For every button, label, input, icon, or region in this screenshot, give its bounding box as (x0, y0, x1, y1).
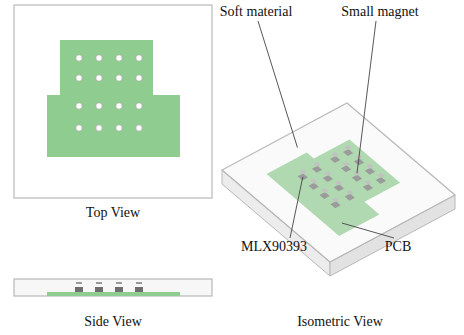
view-caption: Side View (84, 314, 142, 329)
magnet-dot (116, 75, 122, 81)
sensor-chip (95, 287, 103, 292)
magnet (96, 282, 102, 284)
leader-line (342, 223, 394, 238)
magnet-dot (136, 55, 142, 61)
magnet (76, 282, 82, 284)
isometric-view (222, 103, 455, 276)
soft-material-outline (14, 5, 212, 198)
view-caption: Isometric View (297, 314, 383, 329)
magnet-dot (76, 55, 82, 61)
magnet-dot (116, 103, 122, 109)
soft-material-outline (14, 279, 212, 296)
magnet-dot (96, 75, 102, 81)
pcb (47, 292, 180, 296)
leader-line (290, 177, 303, 238)
sensor-chip (75, 287, 83, 292)
magnet-dot (76, 103, 82, 109)
magnet-dot (116, 125, 122, 131)
soft-material-top (222, 103, 455, 262)
top-view (14, 5, 212, 198)
magnet (136, 282, 142, 284)
part-label: Small magnet (341, 4, 418, 19)
magnet-dot (136, 103, 142, 109)
magnet-dot (96, 55, 102, 61)
magnet-dot (96, 125, 102, 131)
leader-lines (258, 21, 394, 238)
part-label: Soft material (220, 4, 293, 19)
leader-line (258, 21, 297, 148)
part-label: PCB (385, 239, 411, 254)
pcb (47, 40, 180, 157)
magnet-dot (136, 125, 142, 131)
magnet-dot (136, 75, 142, 81)
sensor-chip (135, 287, 143, 292)
magnet-dot (116, 55, 122, 61)
view-caption: Top View (86, 205, 140, 220)
magnet-dot (76, 125, 82, 131)
magnet-dot (76, 75, 82, 81)
leader-line (357, 21, 376, 173)
magnet-dot (96, 103, 102, 109)
sensor-chip (115, 287, 123, 292)
magnet (116, 282, 122, 284)
part-label: MLX90393 (241, 239, 307, 254)
side-view (14, 279, 212, 296)
